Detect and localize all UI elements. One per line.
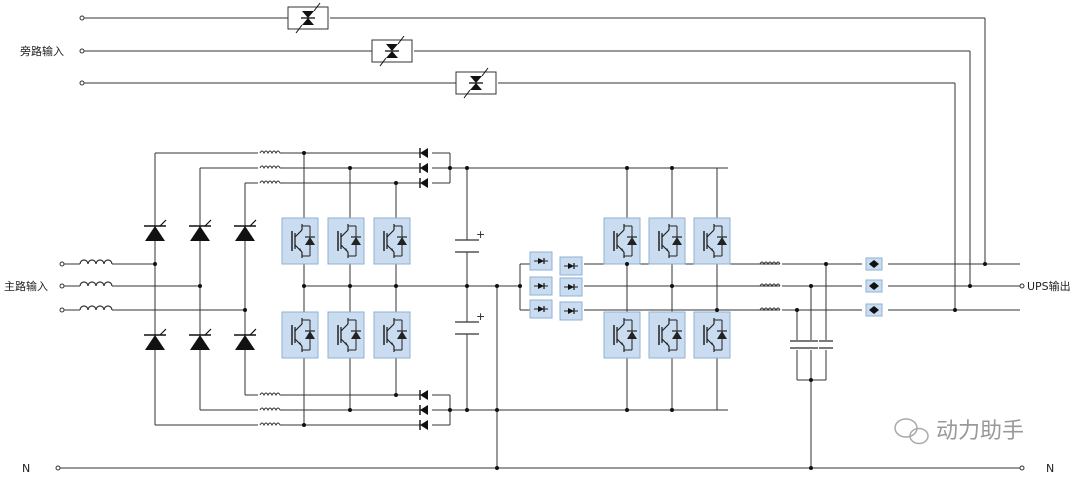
cap-plus-upper: +: [476, 228, 485, 241]
cap-plus-lower: +: [476, 310, 485, 323]
main-input-label: 主路输入: [4, 279, 48, 293]
rectifier-coils: [259, 150, 281, 426]
rectifier-bridge: [154, 152, 258, 426]
rectifier-igbt-modules: [281, 217, 411, 359]
middle-wiring: [519, 263, 780, 311]
rectifier-diodes: [419, 147, 429, 431]
watermark-text: 动力助手: [936, 419, 1024, 444]
inverter-wiring: [626, 168, 718, 410]
neutral-label-right: N: [1046, 462, 1054, 475]
wechat-icon: [894, 418, 929, 445]
input-inductors: [79, 259, 113, 311]
output-capacitors: [790, 340, 833, 349]
neutral-label-left: N: [22, 462, 30, 475]
small-converter-modules: [529, 251, 583, 321]
ups-output-label: UPS输出: [1027, 279, 1071, 293]
neutral-line: [55, 465, 1025, 471]
junction-dots: [153, 151, 987, 470]
dc-bus-capacitors: [455, 239, 479, 335]
output-static-switches: [865, 257, 883, 317]
main-input-lines: [59, 261, 245, 313]
inverter-igbt-modules: [603, 217, 731, 359]
bypass-input-label: 旁路输入: [20, 44, 64, 58]
bypass-lines: [79, 15, 986, 310]
